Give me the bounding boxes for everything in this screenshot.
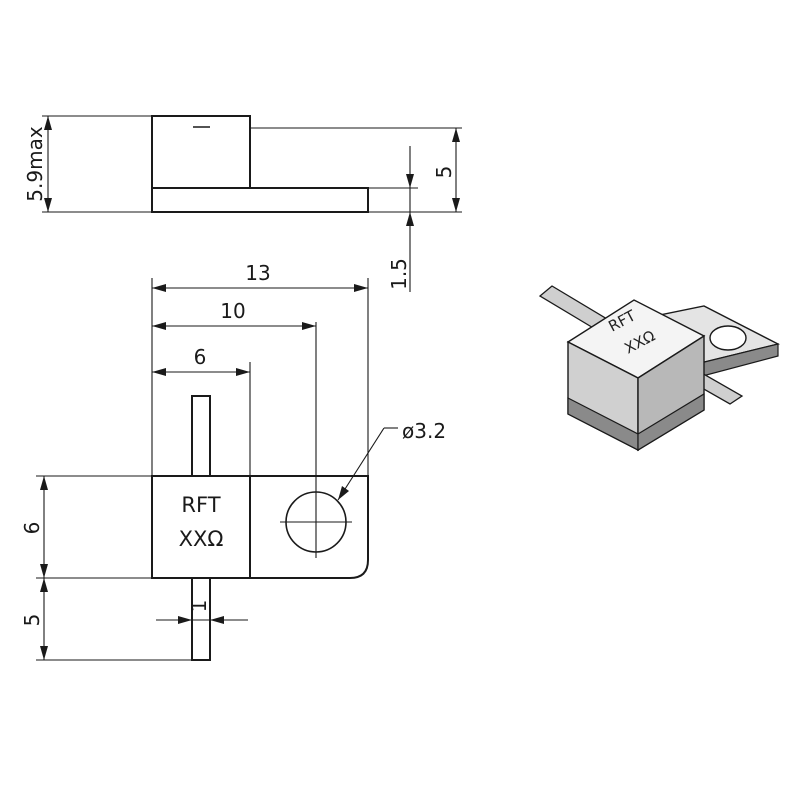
arrow-right: [302, 322, 316, 330]
arrow-down: [406, 174, 414, 188]
arrow-down: [40, 564, 48, 578]
arrow-left: [152, 284, 166, 292]
body-outline: [151, 475, 251, 579]
iso-mounting-hole: [709, 325, 747, 351]
label-lead-width: 1: [187, 600, 211, 613]
arrow-right: [178, 616, 192, 624]
side-body: [151, 115, 251, 189]
lower-lead: [191, 577, 211, 661]
arrow-left: [210, 616, 224, 624]
iso-view: RFT XXΩ: [538, 285, 780, 452]
label-flange-thickness: 1.5: [387, 258, 411, 290]
hole-leader: [337, 427, 385, 501]
label-body-height: 6: [20, 522, 44, 535]
marking-rft: RFT: [181, 493, 220, 517]
arrow-left: [152, 368, 166, 376]
arrow-down: [40, 646, 48, 660]
label-hole-center: 10: [220, 299, 245, 323]
arrow-leader: [338, 486, 349, 500]
upper-lead: [191, 395, 211, 477]
arrow-left: [152, 322, 166, 330]
label-hole-diameter: ø3.2: [402, 419, 446, 443]
arrow-down: [452, 198, 460, 212]
arrow-down: [44, 198, 52, 212]
label-overall-length: 13: [245, 261, 270, 285]
arrow-right: [236, 368, 250, 376]
label-lead-length: 5: [20, 614, 44, 627]
iso-base-band-side: [637, 392, 705, 452]
side-flange: [151, 187, 369, 213]
arrow-up: [44, 116, 52, 130]
marking-xx-ohm: XXΩ: [179, 527, 224, 551]
arrow-up: [40, 578, 48, 592]
arrow-up: [406, 212, 414, 226]
side-view: 5.9max 5 1.5: [23, 115, 462, 292]
label-lead-position: 6: [194, 345, 207, 369]
arrow-up: [40, 476, 48, 490]
arrow-up: [452, 128, 460, 142]
arrow-right: [354, 284, 368, 292]
top-view: RFT XXΩ 13 10 6 ø3.2 6: [20, 261, 446, 661]
label-body-height: 5: [432, 166, 456, 179]
label-height-total: 5.9max: [23, 126, 47, 202]
